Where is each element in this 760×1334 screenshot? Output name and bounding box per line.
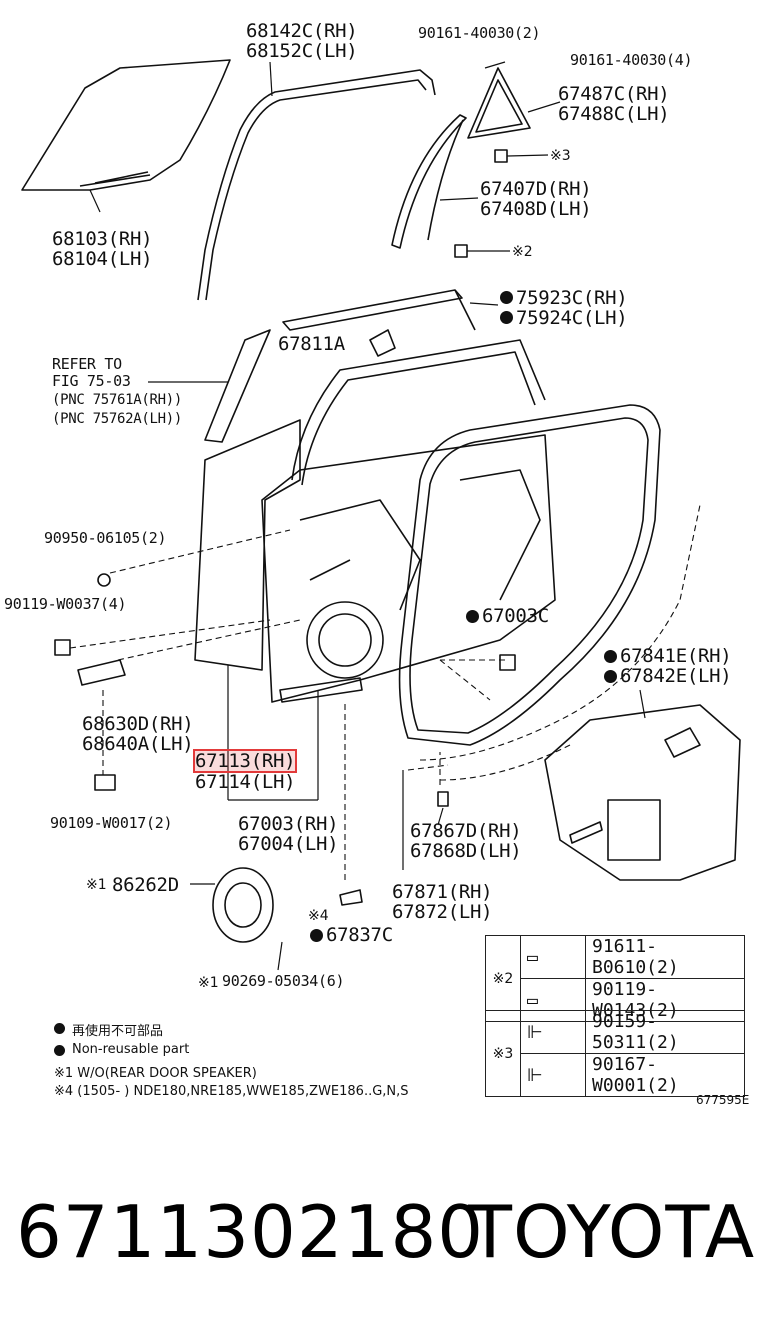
bolt-icon: ▭ xyxy=(520,935,586,979)
kit-table-x2: ※2 ▭ 91611-B0610(2) ▭ 90119-W0143(2) xyxy=(485,935,745,1022)
door-frame-shape xyxy=(291,339,546,481)
label-door-lh: 67004(LH) xyxy=(238,833,339,855)
label-screw-a: 90161-40030(2) xyxy=(418,24,541,42)
label-weather-rh: 67841E(RH) xyxy=(620,645,732,667)
label-x4-mark: ※4 xyxy=(308,908,329,924)
label-screw-b: 90161-40030(4) xyxy=(570,51,693,69)
footer-part-number: 6711302180 xyxy=(16,1190,485,1274)
figure-code: 677595E xyxy=(696,1093,750,1107)
legend-dot-en xyxy=(54,1045,65,1056)
door-glass-shape xyxy=(21,59,231,191)
label-channel-lh: 67408D(LH) xyxy=(480,198,592,220)
label-bolt-lower: 90109-W0017(2) xyxy=(50,814,173,832)
nonreuse-dot-weather-rh xyxy=(604,650,617,663)
label-weather-lh: 67842E(LH) xyxy=(620,665,732,687)
footer-brand: TOYOTA xyxy=(468,1190,756,1274)
label-strip-lh: 67868D(LH) xyxy=(410,840,522,862)
label-glass-rh: 68103(RH) xyxy=(52,228,153,250)
legend-note-4: ※4 (1505- ) NDE180,NRE185,WWE185,ZWE186.… xyxy=(54,1084,409,1099)
label-cover-rh: 67871(RH) xyxy=(392,881,493,903)
label-plug: 90950-06105(2) xyxy=(44,529,167,547)
label-panel-rh-highlighted[interactable]: 67113(RH) xyxy=(192,749,298,773)
kit-x3-part-2: 90167-W0001(2) xyxy=(585,1053,745,1097)
label-fig: FIG 75-03 xyxy=(52,372,131,390)
label-speaker: 86262D xyxy=(112,874,179,896)
label-speaker-screw-mark: ※1 xyxy=(198,975,219,991)
door-outer-panel-shape xyxy=(194,419,301,671)
label-grommet: 67837C xyxy=(326,924,393,946)
label-garnish-lh: 67488C(LH) xyxy=(558,103,670,125)
channel-shape xyxy=(391,114,467,249)
legend-note-1: ※1 W/O(REAR DOOR SPEAKER) xyxy=(54,1066,257,1081)
legend-nonreuse-en: Non-reusable part xyxy=(72,1042,190,1057)
label-x3-mark: ※3 xyxy=(550,148,571,164)
glass-run-shape xyxy=(197,69,436,301)
weatherstrip-shape xyxy=(398,404,661,746)
label-seal: 67003C xyxy=(482,605,549,627)
label-check-lh: 68640A(LH) xyxy=(82,733,194,755)
screw-icon: ⊩ xyxy=(520,1010,586,1054)
belt-moulding-shape xyxy=(282,289,463,331)
legend-dot-cn xyxy=(54,1023,65,1034)
kit-table-x3: ※3 ⊩ 90159-50311(2) ⊩ 90167-W0001(2) xyxy=(485,1010,745,1097)
garnish-shape xyxy=(467,67,531,139)
door-inner-panel-shape xyxy=(261,434,556,703)
label-refer-to: REFER TO xyxy=(52,355,122,373)
label-belt-rh: 75923C(RH) xyxy=(516,287,628,309)
label-bolt-check: 90119-W0037(4) xyxy=(4,595,127,613)
kit-x2-mark: ※2 xyxy=(485,935,521,1022)
nonreuse-dot-weather-lh xyxy=(604,670,617,683)
speaker-shape xyxy=(212,867,274,943)
label-glass-run-lh: 68152C(LH) xyxy=(246,40,358,62)
label-strip-rh: 67867D(RH) xyxy=(410,820,522,842)
label-x2-mark: ※2 xyxy=(512,244,533,260)
kit-x2-part-1: 91611-B0610(2) xyxy=(585,935,745,979)
kit-x3-part-1: 90159-50311(2) xyxy=(585,1010,745,1054)
label-panel-lh: 67114(LH) xyxy=(195,771,296,793)
label-cover-lh: 67872(LH) xyxy=(392,901,493,923)
legend-nonreuse-cn: 再使用不可部品 xyxy=(72,1024,164,1039)
kit-x3-mark: ※3 xyxy=(485,1010,521,1097)
label-check-rh: 68630D(RH) xyxy=(82,713,194,735)
label-pnc-lh: (PNC 75762A(LH)) xyxy=(52,411,183,427)
label-channel-rh: 67407D(RH) xyxy=(480,178,592,200)
label-pnc-rh: (PNC 75761A(RH)) xyxy=(52,392,183,408)
nonreuse-dot-grommet xyxy=(310,929,323,942)
label-speaker-mark: ※1 xyxy=(86,877,107,893)
label-glass-run-rh: 68142C(RH) xyxy=(246,20,358,42)
service-cover-shape xyxy=(544,704,741,881)
nonreuse-dot-seal xyxy=(466,610,479,623)
label-glass-lh: 68104(LH) xyxy=(52,248,153,270)
label-clip: 67811A xyxy=(278,333,345,355)
label-screw-speaker: 90269-05034(6) xyxy=(222,972,345,990)
nonreuse-dot-belt-lh xyxy=(500,311,513,324)
label-belt-lh: 75924C(LH) xyxy=(516,307,628,329)
label-garnish-rh: 67487C(RH) xyxy=(558,83,670,105)
label-door-rh: 67003(RH) xyxy=(238,813,339,835)
nonreuse-dot-belt-rh xyxy=(500,291,513,304)
tapping-screw-icon: ⊩ xyxy=(520,1053,586,1097)
